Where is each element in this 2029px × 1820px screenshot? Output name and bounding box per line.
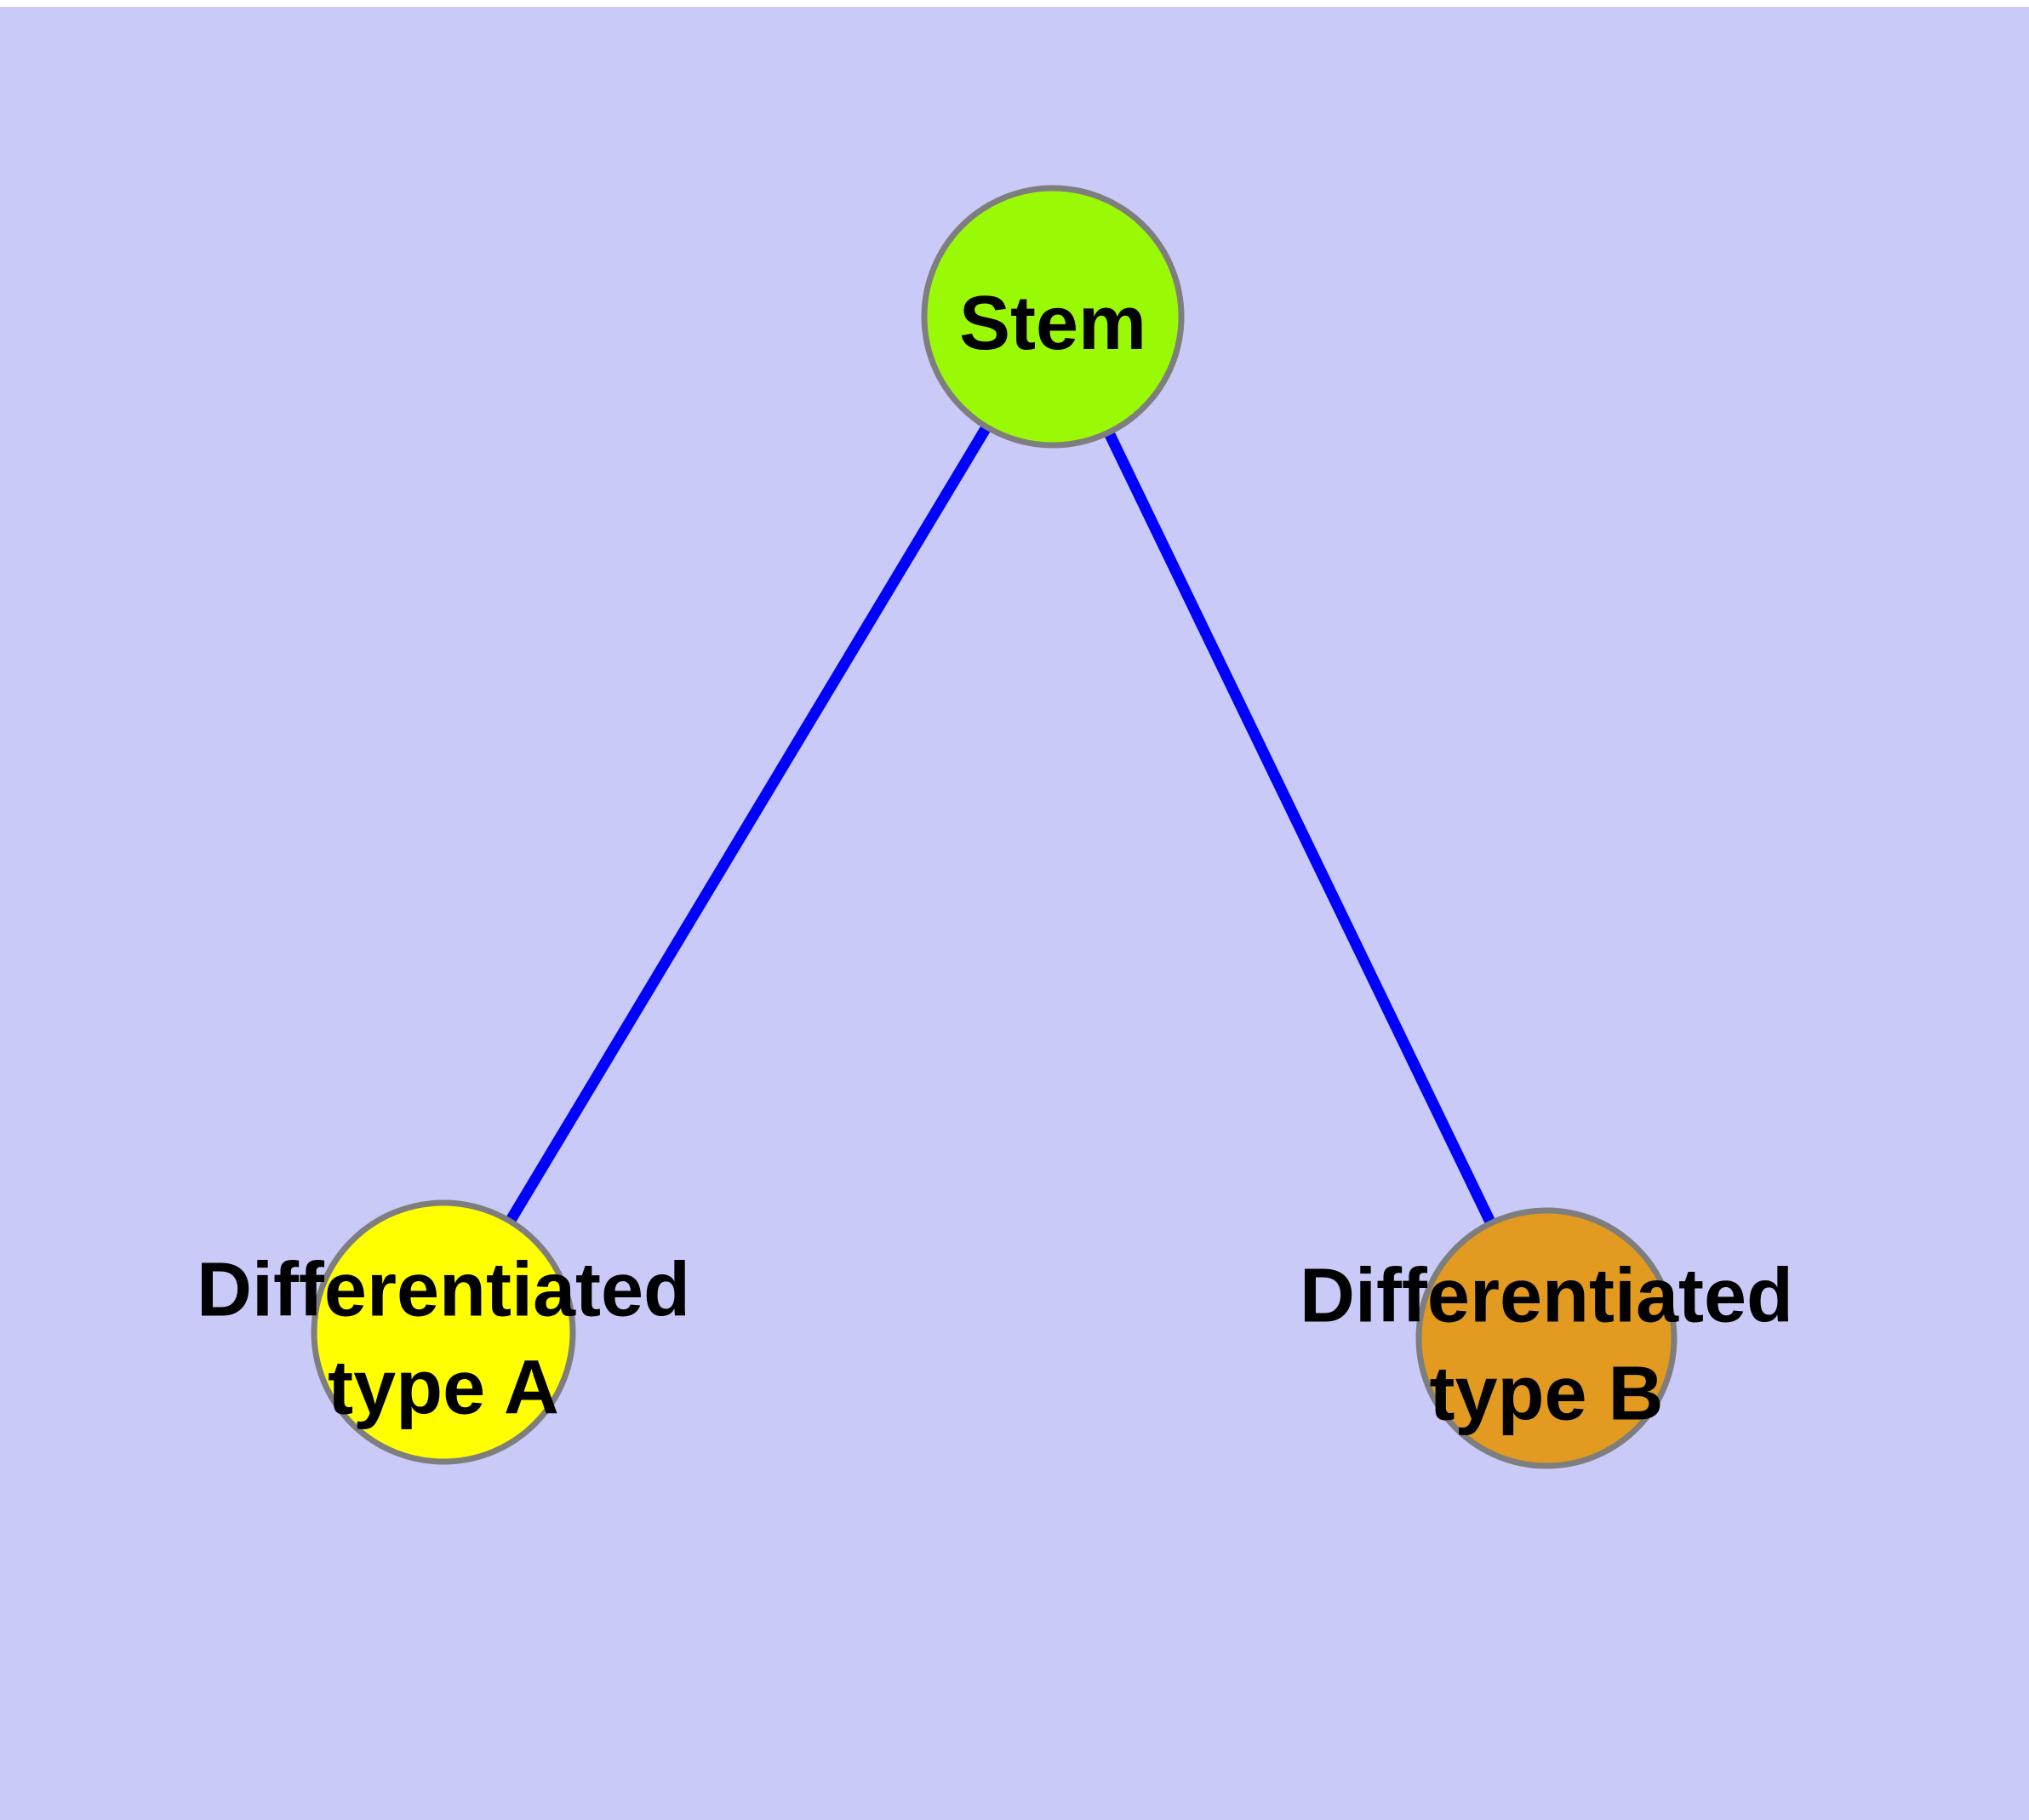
node-differentiated-type-b-label: Differentiated type B: [1300, 1254, 1793, 1437]
node-differentiated-type-b-circle: [1415, 1207, 1677, 1469]
node-label-line: type B: [1429, 1352, 1663, 1437]
node-label-line: type A: [328, 1346, 559, 1431]
nodes-layer: [311, 185, 1677, 1469]
top-margin: [0, 0, 2029, 7]
node-label-line: Stem: [959, 281, 1146, 366]
node-label-line: Differentiated: [197, 1248, 690, 1333]
node-differentiated-type-a-label: Differentiated type A: [197, 1248, 690, 1431]
edge-stem-to-differentiated-type-a: [438, 313, 1058, 1336]
node-stem-label: Stem: [959, 281, 1146, 366]
node-differentiated-type-a-circle: [311, 1199, 576, 1465]
node-label-line: Differentiated: [1300, 1254, 1793, 1339]
edge-stem-to-differentiated-type-b: [1048, 314, 1552, 1341]
edges-layer: [438, 313, 1552, 1341]
node-stem-circle: [921, 185, 1185, 449]
